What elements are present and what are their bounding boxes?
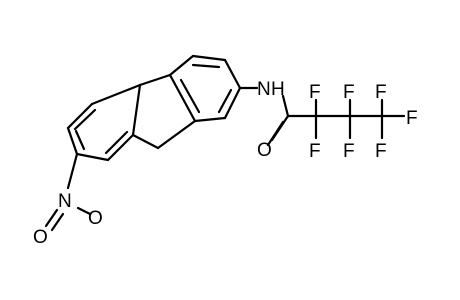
bond (90, 83, 142, 106)
fluorine-label: F (343, 82, 355, 103)
amide-nitrogen-label: N (257, 79, 271, 100)
bond (66, 126, 79, 156)
fluorine-label: F (343, 141, 355, 162)
bond (66, 152, 79, 190)
nitro-oxygen-label: O (88, 208, 103, 229)
amide-hydrogen-label: H (271, 79, 285, 100)
bond (76, 206, 92, 216)
bond (281, 94, 290, 118)
bond (138, 73, 172, 87)
cyclopentane-ring (131, 73, 197, 150)
bond (191, 54, 227, 62)
double-bond (50, 212, 65, 232)
nitro-group: N O O (33, 152, 103, 248)
bond (193, 116, 227, 123)
fluorine-label: F (309, 141, 321, 162)
amide-group: N H O (238, 79, 290, 161)
double-bond-inner (179, 78, 201, 114)
right-benzene-ring (168, 54, 242, 123)
bond (223, 58, 242, 90)
bond (66, 102, 94, 130)
fluorine-label: F (375, 82, 387, 103)
heptafluoropropyl-chain: F F F F F F F (286, 82, 418, 162)
double-bond-inner (217, 88, 233, 114)
double-bond (266, 120, 285, 147)
bond (168, 54, 195, 77)
double-bond-inner (74, 129, 86, 151)
nitro-oxygen-label: O (33, 227, 48, 248)
fluorine-label: F (309, 82, 321, 103)
bond (131, 133, 160, 150)
bond (106, 133, 135, 162)
bond (131, 83, 142, 137)
double-bond-inner (104, 130, 129, 155)
nitro-nitrogen-label: N (58, 191, 72, 212)
left-benzene-ring (66, 83, 142, 162)
carbonyl-oxygen-label: O (257, 140, 272, 161)
bond (75, 152, 110, 162)
fluorine-label: F (375, 141, 387, 162)
double-bond-inner (73, 108, 97, 131)
bond (223, 86, 242, 120)
double-bond-inner (191, 63, 221, 69)
double-bond (44, 208, 59, 228)
fluorine-label: F (406, 108, 418, 129)
bond (156, 119, 197, 150)
bond (168, 73, 197, 123)
